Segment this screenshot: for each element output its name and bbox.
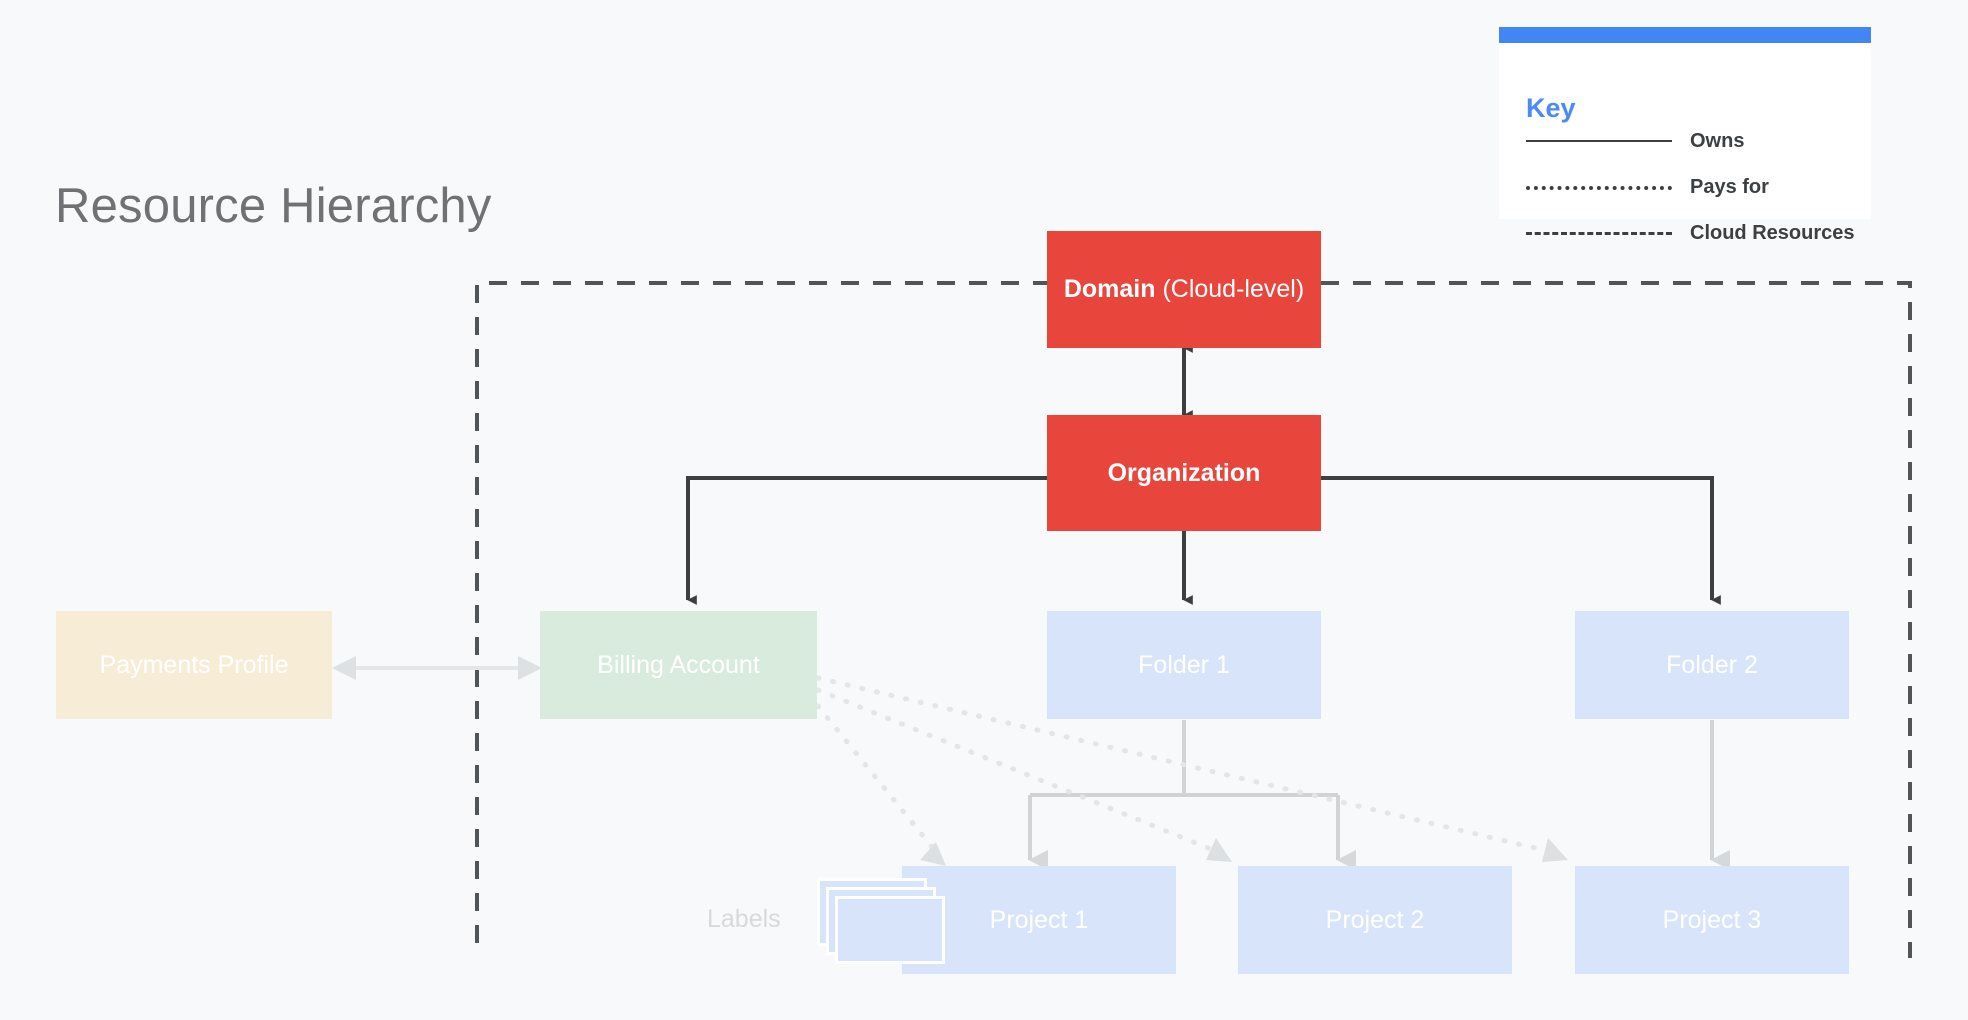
node-billing-account-label: Billing Account	[597, 650, 760, 679]
edge-organization-billing-account	[686, 476, 1047, 605]
node-project-3[interactable]: Project 3	[1575, 866, 1849, 974]
key-accent-bar	[1499, 27, 1871, 43]
node-folder-2-label: Folder 2	[1666, 650, 1758, 679]
node-project-3-label: Project 3	[1662, 905, 1762, 934]
label-card-front	[835, 896, 945, 964]
labels-stack-icon[interactable]	[817, 878, 945, 964]
node-billing-account[interactable]: Billing Account	[540, 611, 817, 719]
edge-billing-account-project1-paysfor	[815, 703, 939, 855]
key-row-list: Owns Pays for Cloud Resources	[1526, 130, 1856, 269]
dashed-line-icon	[1526, 223, 1672, 243]
key-row-cloud-resources: Cloud Resources	[1526, 222, 1856, 257]
key-heading: Key	[1526, 93, 1576, 123]
node-organization-label: Organization	[1107, 458, 1261, 487]
node-folder-2[interactable]: Folder 2	[1575, 611, 1849, 719]
node-project-1[interactable]: Project 1	[902, 866, 1176, 974]
node-folder-1[interactable]: Folder 1	[1047, 611, 1321, 719]
solid-line-icon	[1526, 131, 1672, 151]
node-project-2-label: Project 2	[1325, 905, 1425, 934]
dotted-line-icon	[1526, 177, 1672, 197]
key-label-owns: Owns	[1690, 130, 1745, 152]
arrow-paysfor-project1	[920, 842, 946, 866]
node-payments-profile[interactable]: Payments Profile	[56, 611, 332, 719]
node-domain-label: Domain (Cloud-level)	[1064, 275, 1304, 304]
key-row-pays-for: Pays for	[1526, 176, 1856, 211]
arrow-paysfor-project2	[1206, 838, 1232, 862]
node-project-2[interactable]: Project 2	[1238, 866, 1512, 974]
node-organization[interactable]: Organization	[1047, 415, 1321, 531]
node-project-1-label: Project 1	[989, 905, 1089, 934]
edge-organization-folder2	[1321, 476, 1721, 605]
node-payments-profile-label: Payments Profile	[99, 650, 289, 679]
arrow-to-payments-profile	[332, 656, 356, 680]
labels-caption: Labels	[707, 905, 781, 933]
key-label-cloud-resources: Cloud Resources	[1690, 222, 1855, 244]
key-row-owns: Owns	[1526, 130, 1856, 165]
arrow-to-billing-account	[518, 656, 542, 680]
node-domain-label-light: (Cloud-level)	[1155, 275, 1305, 303]
key-legend: Key Owns Pays for Cloud Resources	[1499, 27, 1871, 244]
node-domain[interactable]: Domain (Cloud-level)	[1047, 231, 1321, 348]
node-domain-label-strong: Domain	[1063, 275, 1156, 303]
node-folder-1-label: Folder 1	[1138, 650, 1230, 679]
page-title: Resource Hierarchy	[55, 179, 492, 233]
arrow-paysfor-project3	[1542, 838, 1568, 862]
key-label-pays-for: Pays for	[1690, 176, 1769, 198]
